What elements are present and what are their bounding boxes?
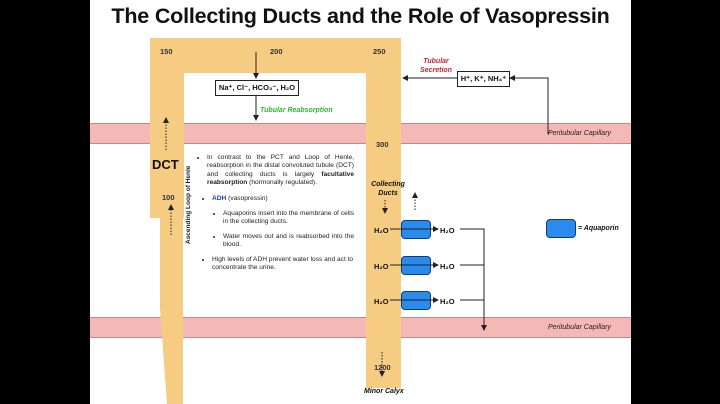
osmolarity-100: 100 bbox=[162, 193, 175, 202]
osmolarity-200: 200 bbox=[270, 47, 283, 56]
arrows bbox=[163, 52, 549, 377]
aquaporin-legend-label: = Aquaporin bbox=[578, 225, 619, 232]
diagram-slide: The Collecting Ducts and the Role of Vas… bbox=[90, 0, 631, 404]
peritubular-capillary-label-bottom: Peritubular Capillary bbox=[548, 324, 612, 331]
ascending-loop-of-henle bbox=[160, 176, 183, 310]
bullet-aquaporins-insert: Aquaporins insert into the membrane of c… bbox=[223, 210, 354, 227]
minor-calyx-label: Minor Calyx bbox=[364, 388, 404, 395]
peritubular-capillary-bottom bbox=[90, 317, 631, 338]
osmolarity-150: 150 bbox=[160, 47, 173, 56]
reabsorbed-ions-box: Na⁺, Cl⁻, HCO₃⁻, H₂O bbox=[215, 80, 299, 96]
henle-taper bbox=[160, 308, 183, 404]
h2o-out-2: H₂O bbox=[440, 262, 455, 271]
h2o-in-2: H₂O bbox=[374, 262, 389, 271]
page-title: The Collecting Ducts and the Role of Vas… bbox=[111, 4, 610, 28]
bullet-adh: ADH (vasopressin) bbox=[212, 195, 354, 203]
h2o-in-3: H₂O bbox=[374, 297, 389, 306]
osmolarity-250: 250 bbox=[373, 47, 386, 56]
dct-label: DCT bbox=[152, 157, 179, 172]
peritubular-capillary-label-top: Peritubular Capillary bbox=[548, 130, 612, 137]
collecting-ducts-label: Collecting Ducts bbox=[371, 181, 405, 197]
peritubular-capillary-top bbox=[90, 123, 631, 144]
bullet-facultative: In contrast to the PCT and Loop of Henle… bbox=[207, 154, 354, 188]
tubular-reabsorption-label: Tubular Reabsorption bbox=[260, 107, 333, 114]
bullet-water-moves: Water moves out and is reabsorbed into t… bbox=[223, 233, 354, 250]
dct-tubule-top bbox=[150, 38, 401, 73]
bullet-high-adh: High levels of ADH prevent water loss an… bbox=[212, 256, 354, 273]
explanation-text: In contrast to the PCT and Loop of Henle… bbox=[198, 154, 354, 278]
h2o-out-1: H₂O bbox=[440, 226, 455, 235]
h2o-out-3: H₂O bbox=[440, 297, 455, 306]
h2o-in-1: H₂O bbox=[374, 226, 389, 235]
osmolarity-300: 300 bbox=[376, 140, 389, 149]
tubular-secretion-label: Tubular Secretion bbox=[420, 58, 452, 74]
aquaporin-legend-icon bbox=[546, 219, 576, 238]
